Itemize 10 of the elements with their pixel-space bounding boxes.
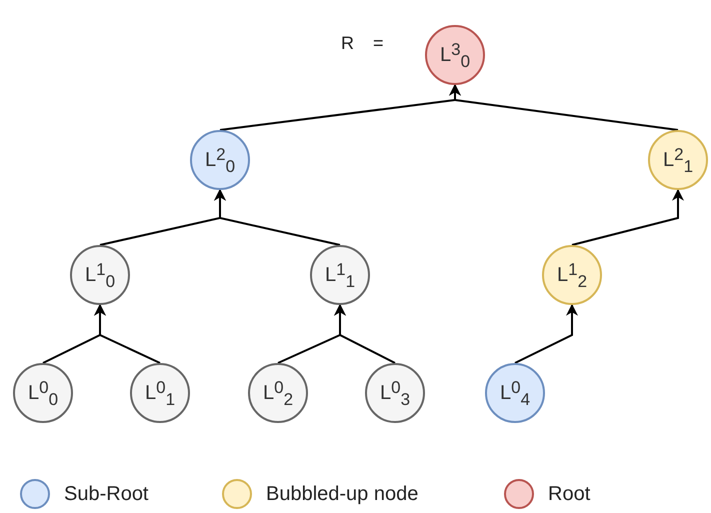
arrow: [572, 188, 684, 246]
arrow: [514, 304, 578, 364]
root-equation-label: R =: [341, 33, 384, 54]
legend-text: Sub-Root: [64, 482, 148, 506]
legend-text: Bubbled-up node: [266, 482, 418, 506]
arrow: [94, 304, 160, 364]
arrow: [214, 188, 340, 246]
arrow: [334, 304, 396, 364]
arrow: [449, 84, 678, 131]
legend-text: Root: [548, 482, 590, 506]
